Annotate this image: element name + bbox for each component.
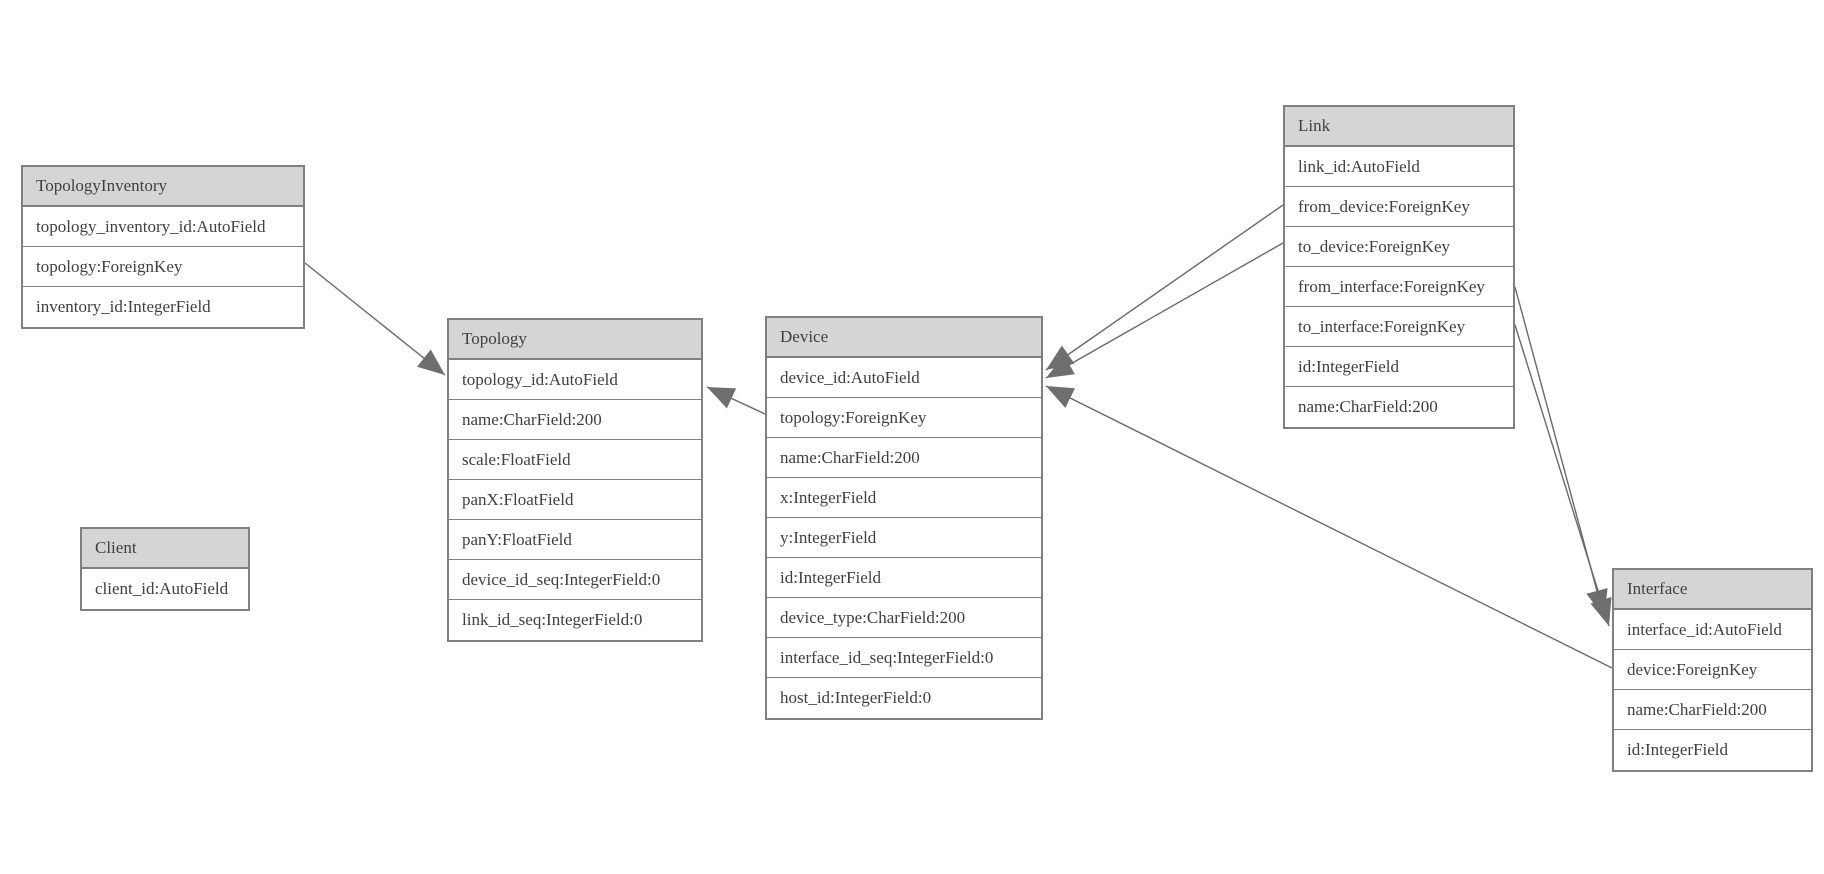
entity-field-row: scale:FloatField [449,440,701,480]
entity-field-row: device_id_seq:IntegerField:0 [449,560,701,600]
entity-title-topology-inventory: TopologyInventory [23,167,303,207]
connection-line-link-to-interface-to-interface [1514,324,1610,627]
entity-field-row: topology_inventory_id:AutoField [23,207,303,247]
entity-field-row: x:IntegerField [767,478,1041,518]
entity-field-row: device_id:AutoField [767,358,1041,398]
entity-field-row: topology:ForeignKey [767,398,1041,438]
entity-field-row: interface_id_seq:IntegerField:0 [767,638,1041,678]
entity-field-row: topology_id:AutoField [449,360,701,400]
entity-field-row: name:CharField:200 [1285,387,1513,427]
entity-field-row: from_device:ForeignKey [1285,187,1513,227]
connection-arrowhead-interface-device-to-device [1046,386,1076,408]
entity-title-link: Link [1285,107,1513,147]
connection-line-link-to-device-to-device [1045,242,1284,379]
entity-field-row: id:IntegerField [767,558,1041,598]
entity-field-row: interface_id:AutoField [1614,610,1811,650]
entity-field-row: device:ForeignKey [1614,650,1811,690]
entity-title-device: Device [767,318,1041,358]
connection-arrowhead-link-to-device-to-device [1046,355,1075,378]
entity-field-row: device_type:CharField:200 [767,598,1041,638]
entity-field-row: panY:FloatField [449,520,701,560]
entity-field-row: name:CharField:200 [449,400,701,440]
connection-line-link-from-device-to-device [1045,204,1284,371]
connection-line-interface-device-to-device [1045,385,1613,669]
entity-field-row: id:IntegerField [1614,730,1811,770]
entity-field-row: y:IntegerField [767,518,1041,558]
entity-field-row: topology:ForeignKey [23,247,303,287]
connection-arrowhead-link-to-interface-to-interface [1590,596,1612,626]
entity-field-row: panX:FloatField [449,480,701,520]
entity-field-row: inventory_id:IntegerField [23,287,303,327]
connection-arrowhead-topologyinventory-topology-to-topology [417,349,445,375]
entity-title-interface: Interface [1614,570,1811,610]
entity-field-row: to_interface:ForeignKey [1285,307,1513,347]
entity-title-topology: Topology [449,320,701,360]
entity-field-row: name:CharField:200 [1614,690,1811,730]
connection-line-topologyinventory-topology-to-topology [304,262,446,376]
entity-field-row: from_interface:ForeignKey [1285,267,1513,307]
entity-field-row: host_id:IntegerField:0 [767,678,1041,718]
entity-field-row: name:CharField:200 [767,438,1041,478]
entity-field-row: link_id:AutoField [1285,147,1513,187]
entity-field-row: to_device:ForeignKey [1285,227,1513,267]
entity-field-row: link_id_seq:IntegerField:0 [449,600,701,640]
connection-arrowhead-device-topology-to-topology [707,387,737,409]
entity-title-client: Client [82,529,248,569]
entity-field-row: id:IntegerField [1285,347,1513,387]
entity-field-row: client_id:AutoField [82,569,248,609]
